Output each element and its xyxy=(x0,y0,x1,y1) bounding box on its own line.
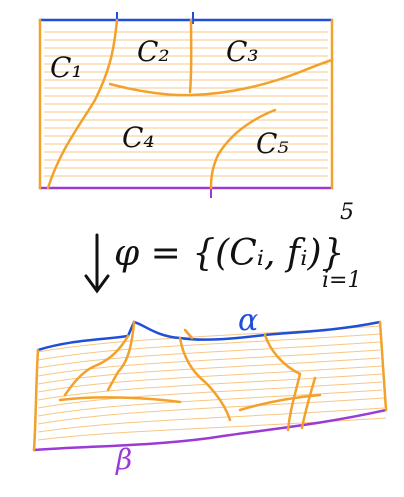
cell-dividers xyxy=(46,18,334,190)
beta-label: β xyxy=(116,443,133,476)
top-hatching xyxy=(44,31,328,177)
bottom-hatching xyxy=(37,325,387,441)
cell-label-c2: C₂ xyxy=(137,35,170,68)
ribbon-purple-edge xyxy=(32,408,388,452)
cell-label-c5: C₅ xyxy=(256,127,289,160)
formula-subscript: i=1 xyxy=(322,268,362,293)
cell-label-c4: C₄ xyxy=(122,121,155,154)
formula-superscript: 5 xyxy=(340,200,354,225)
alpha-label: α xyxy=(238,303,259,338)
ribbon-orange-folds xyxy=(32,320,388,452)
formula: φ = {(Cᵢ, fᵢ)} xyxy=(114,233,345,274)
cell-label-c3: C₃ xyxy=(226,35,259,68)
cell-label-c1: C₁ xyxy=(50,51,83,84)
mapping-arrow xyxy=(84,233,110,294)
